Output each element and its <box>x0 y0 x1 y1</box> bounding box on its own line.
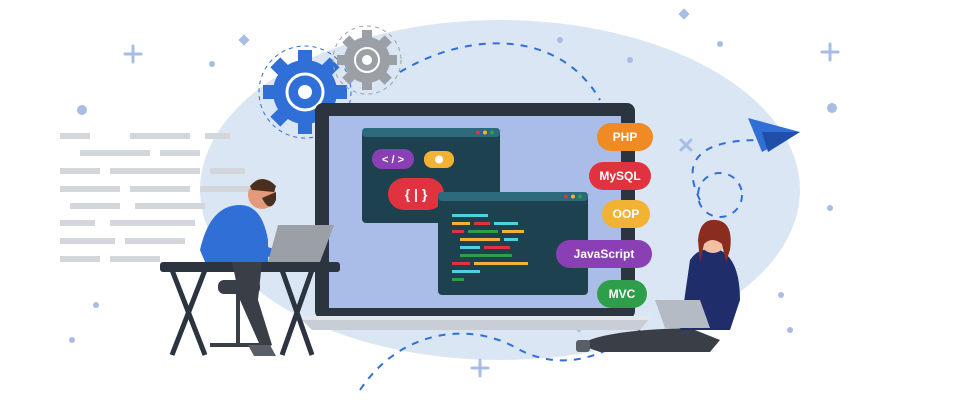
tech-tag-label: MySQL <box>599 169 640 183</box>
angle-bracket-label: < / > <box>382 154 404 166</box>
tech-tag-label: OOP <box>613 207 640 221</box>
curly-brace-label: { | } <box>405 186 428 202</box>
plus-icon <box>123 42 840 378</box>
tech-tag-oop: OOP <box>602 200 650 228</box>
tech-tag-pill <box>589 162 651 190</box>
tech-tag-pill <box>597 280 647 308</box>
developer-man <box>160 179 340 356</box>
close-icon <box>679 138 693 152</box>
tech-tag-pill <box>556 240 652 268</box>
tech-tag-mysql: MySQL <box>589 162 651 190</box>
code-window-front <box>438 192 588 295</box>
code-lines <box>452 214 528 281</box>
code-tag-badge <box>372 149 414 169</box>
tech-tag-label: MVC <box>609 287 636 301</box>
tech-tag-label: PHP <box>613 130 638 144</box>
tech-tag-php: PHP <box>597 123 653 151</box>
tech-tag-label: JavaScript <box>574 247 635 261</box>
tech-tag-pill <box>597 123 653 151</box>
tech-tag-mvc: MVC <box>597 280 647 308</box>
laptop-icon <box>655 300 710 328</box>
gear-icon <box>435 155 443 164</box>
curly-tag-badge <box>388 178 444 210</box>
developer-woman <box>576 219 740 352</box>
laptop-icon <box>268 225 334 262</box>
gear-icon <box>332 25 402 95</box>
decorative-dots <box>69 37 837 343</box>
dashed-paths <box>359 42 761 391</box>
tech-tag-javascript: JavaScript <box>556 240 652 268</box>
paper-plane-icon <box>748 118 800 152</box>
tech-tag-pill <box>602 200 650 228</box>
text-lines-decoration <box>60 133 250 262</box>
